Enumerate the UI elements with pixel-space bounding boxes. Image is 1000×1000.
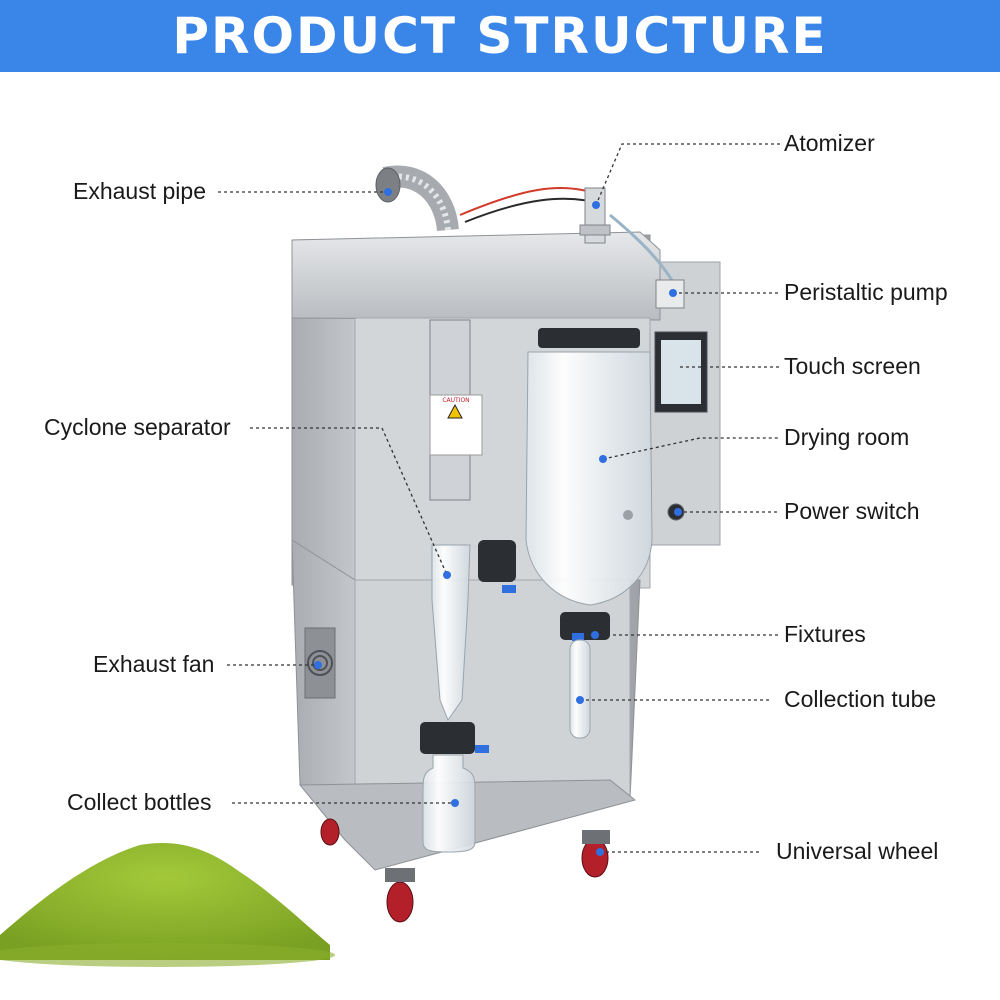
wheel-front-left — [385, 868, 415, 923]
label-touch-screen: Touch screen — [784, 353, 921, 379]
marker-cyclone-separator — [443, 571, 451, 579]
top-lid — [291, 231, 661, 321]
atomizer-nozzle — [579, 187, 611, 244]
label-exhaust-pipe: Exhaust pipe — [73, 178, 206, 204]
matcha-powder-pile — [0, 843, 330, 960]
fixtures-clamp — [560, 612, 610, 641]
collect-bottle-clamp — [420, 722, 489, 754]
page-title: PRODUCT STRUCTURE — [172, 7, 828, 65]
exhaust-pipe — [375, 165, 459, 232]
drying-chamber — [525, 328, 653, 606]
wheel-front-right — [581, 830, 610, 878]
label-fixtures: Fixtures — [784, 621, 866, 647]
label-atomizer: Atomizer — [784, 130, 875, 156]
label-power-switch: Power switch — [784, 498, 920, 524]
header-banner: PRODUCT STRUCTURE — [0, 0, 1000, 72]
marker-fixtures — [591, 631, 599, 639]
leader-atomizer — [595, 143, 780, 206]
label-universal-wheel: Universal wheel — [776, 838, 939, 864]
leader-cyclone-separator — [250, 427, 448, 576]
label-cyclone-separator: Cyclone separator — [44, 414, 231, 440]
label-peristaltic-pump: Peristaltic pump — [784, 279, 948, 305]
leader-drying-room — [602, 437, 780, 460]
marker-universal-wheel — [596, 848, 604, 856]
marker-exhaust-pipe — [384, 188, 392, 196]
touch-screen-panel — [654, 331, 708, 413]
marker-power-switch — [674, 508, 682, 516]
label-drying-room: Drying room — [784, 424, 910, 450]
glass-joint-clamp — [478, 540, 516, 593]
cyclone-column: CAUTION — [429, 319, 483, 501]
collection-tube-glass — [569, 639, 591, 739]
marker-collection-tube — [576, 696, 584, 704]
label-collect-bottles: Collect bottles — [67, 789, 212, 815]
caution-sticker: CAUTION — [442, 397, 469, 404]
marker-exhaust-fan — [314, 661, 322, 669]
wheel-back-left — [320, 818, 340, 846]
cyclone-glass — [431, 544, 471, 722]
marker-atomizer — [592, 201, 600, 209]
label-exhaust-fan: Exhaust fan — [93, 651, 215, 677]
marker-drying-room — [599, 455, 607, 463]
label-collection-tube: Collection tube — [784, 686, 937, 712]
marker-collect-bottles — [451, 799, 459, 807]
marker-peristaltic-pump — [669, 289, 677, 297]
